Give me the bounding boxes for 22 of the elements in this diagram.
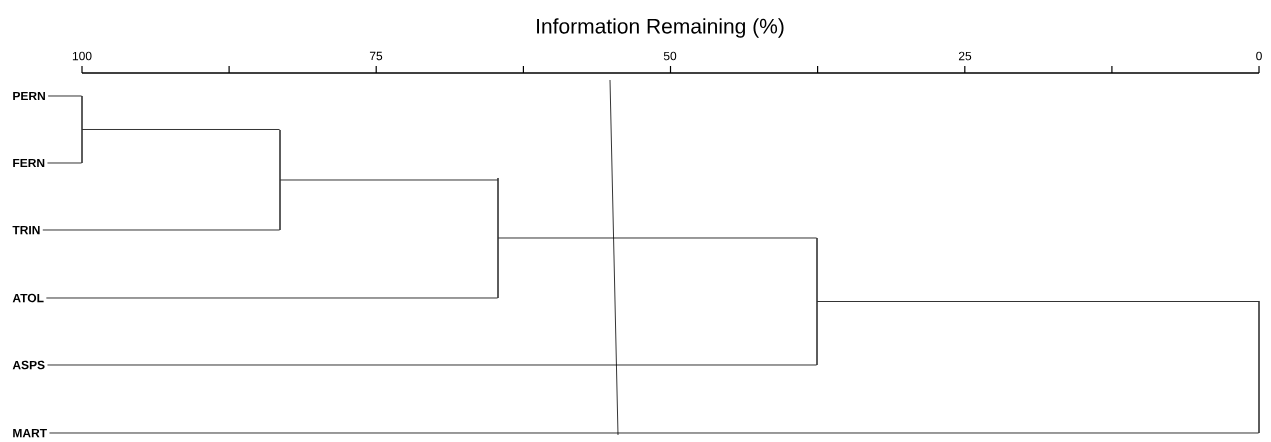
tick-label: 25 xyxy=(958,51,972,61)
branch-line xyxy=(47,162,82,164)
tick-label: 100 xyxy=(72,51,92,61)
branch-line xyxy=(45,297,498,299)
leaf-label: PERN xyxy=(13,91,45,101)
branch-line xyxy=(49,432,1259,434)
leaf-label: TRIN xyxy=(12,225,40,235)
leaf-label: MART xyxy=(13,428,47,438)
tick-label: 50 xyxy=(663,51,677,61)
branch-line xyxy=(280,179,498,181)
branch-line xyxy=(47,364,817,366)
branch-line xyxy=(498,237,817,239)
leaf-label: ASPS xyxy=(12,360,45,370)
tick-label: 0 xyxy=(1256,51,1262,61)
tick-label: 75 xyxy=(369,51,383,61)
axis-title: Information Remaining (%) xyxy=(537,18,784,38)
branch-line xyxy=(817,301,1259,302)
branch-line xyxy=(47,95,82,97)
branch-line xyxy=(82,129,280,130)
branch-line xyxy=(42,229,280,231)
leaf-label: FERN xyxy=(13,158,45,168)
leaf-label: ATOL xyxy=(12,293,44,303)
